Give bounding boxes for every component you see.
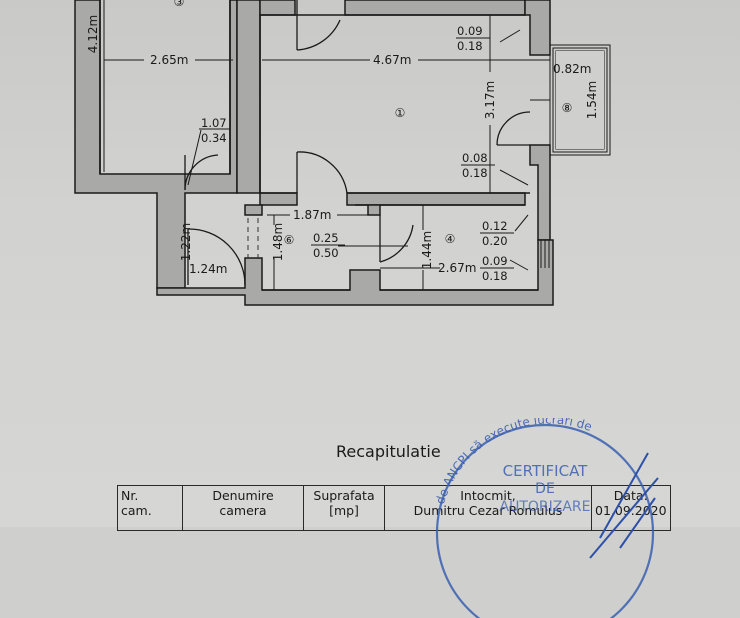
room-number-4: ④	[445, 232, 456, 246]
scanned-paper	[0, 0, 740, 527]
col-nr-header: Nr. cam.	[117, 485, 183, 531]
dim-hall-height: 1.48m	[271, 223, 285, 261]
dim-bath-height: 1.44m	[420, 231, 434, 269]
dim-room3-width: 2.65m	[150, 53, 188, 67]
hall-opening-top: 0.25	[313, 231, 339, 245]
dim-entry-width: 1.24m	[189, 262, 227, 276]
stamp-line3: AUTORIZARE	[500, 499, 591, 515]
stamp-line1: CERTIFICAT	[503, 462, 588, 480]
author-name: Dumitru Cezar Romulus	[413, 503, 563, 518]
window-room1-bottom-a: 0.08	[462, 151, 488, 165]
hall-opening-bottom: 0.50	[313, 246, 339, 260]
room-number-6: ⑥	[284, 233, 295, 247]
door-room3-bottom: 0.34	[201, 131, 227, 145]
col-name-header: Denumire camera	[182, 485, 304, 531]
floor-plan: 2.65m 4.12m 4.67m 3.17m 0.82m 1.54m 1.87…	[74, 0, 611, 306]
bath-window-top-b: 0.20	[482, 234, 508, 248]
bath-window-bottom-b: 0.18	[482, 269, 508, 283]
dim-room1-height: 3.17m	[483, 81, 497, 119]
room-number-1: ①	[395, 106, 406, 120]
dim-room1-width: 4.67m	[373, 53, 411, 67]
dim-balcony-width: 0.82m	[553, 62, 591, 76]
certification-stamp: de ANCPI să execute lucrări de CERTIFICA…	[433, 418, 659, 618]
bath-window-bottom-a: 0.09	[482, 254, 508, 268]
recap-title: Recapitulatie	[336, 442, 441, 461]
recap-header-row: Nr. cam. Denumire camera Suprafata [mp] …	[117, 485, 671, 531]
stamp-line2: DE	[535, 481, 555, 497]
dim-room3-height: 4.12m	[86, 15, 100, 53]
dim-bath-width: 2.67m	[438, 261, 476, 275]
window-room1-bottom-b: 0.18	[462, 166, 488, 180]
dim-entry-height: 1.22m	[179, 223, 193, 261]
door-room3-top: 1.07	[201, 116, 227, 130]
room-number-3: ③	[174, 0, 185, 9]
window-room1-top-b: 0.18	[457, 39, 483, 53]
dim-hall-width: 1.87m	[293, 208, 331, 222]
author-label: Intocmit,	[460, 488, 516, 503]
bath-window-top-a: 0.12	[482, 219, 508, 233]
recap-table: Nr. cam. Denumire camera Suprafata [mp] …	[117, 485, 671, 531]
window-room1-top-a: 0.09	[457, 24, 483, 38]
room-number-8: ⑧	[562, 101, 573, 115]
dim-balcony-height: 1.54m	[585, 81, 599, 119]
col-area-header: Suprafata [mp]	[303, 485, 385, 531]
signature-scribble	[589, 452, 659, 559]
